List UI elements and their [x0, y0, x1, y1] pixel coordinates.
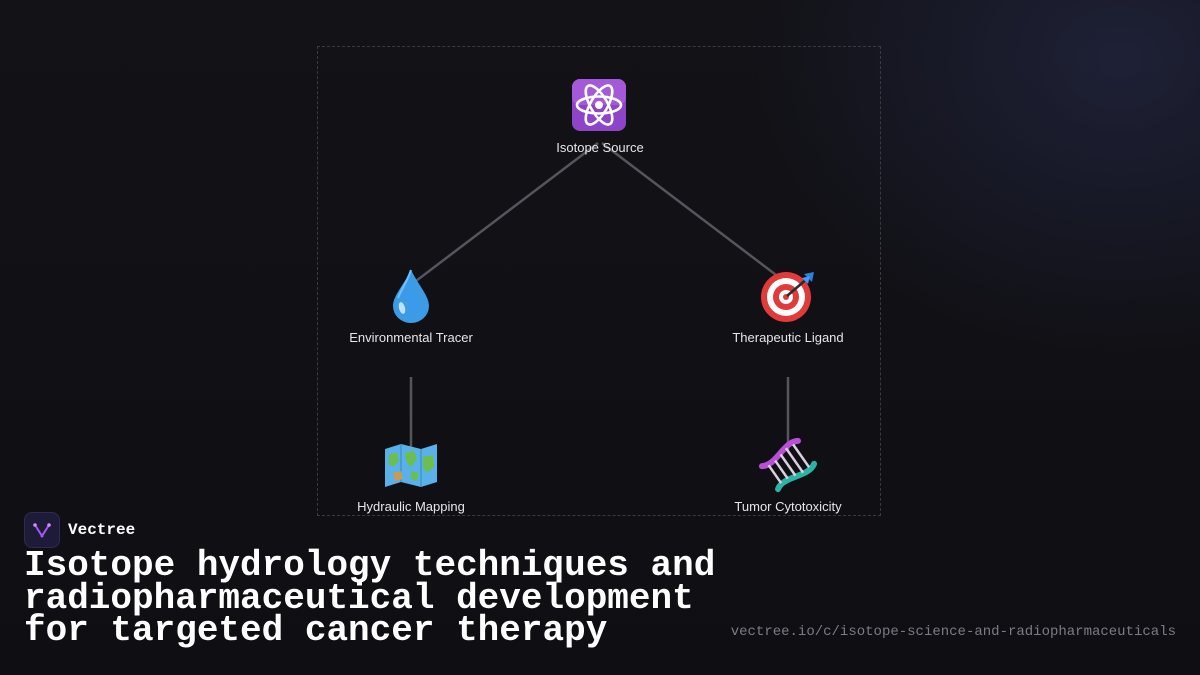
- edge-source-to-ligand: [601, 142, 789, 285]
- target-icon: [761, 272, 814, 322]
- node-label: Tumor Cytotoxicity: [734, 499, 842, 514]
- node-hydraulic-mapping: Hydraulic Mapping: [321, 437, 501, 514]
- brand: Vectree: [24, 512, 135, 548]
- edge-source-to-tracer: [411, 142, 599, 285]
- water-drop-icon: [393, 269, 429, 323]
- diagram-frame: [317, 46, 881, 516]
- atom-icon: [572, 79, 626, 131]
- world-map-icon: [385, 444, 437, 487]
- node-label: Isotope Source: [556, 140, 644, 155]
- node-therapeutic-ligand: Therapeutic Ligand: [698, 268, 878, 345]
- source-url: vectree.io/c/isotope-science-and-radioph…: [730, 624, 1176, 640]
- node-tumor-cytotoxicity: Tumor Cytotoxicity: [698, 437, 878, 514]
- node-label: Hydraulic Mapping: [357, 499, 465, 514]
- node-label: Environmental Tracer: [349, 330, 473, 345]
- node-environmental-tracer: Environmental Tracer: [321, 268, 501, 345]
- node-isotope-source: Isotope Source: [510, 78, 690, 155]
- brand-name: Vectree: [68, 521, 136, 539]
- page-title: Isotope hydrology techniques and radioph…: [24, 545, 716, 651]
- dna-icon: [758, 437, 818, 493]
- node-label: Therapeutic Ligand: [732, 330, 844, 345]
- vectree-logo-icon: [24, 512, 60, 548]
